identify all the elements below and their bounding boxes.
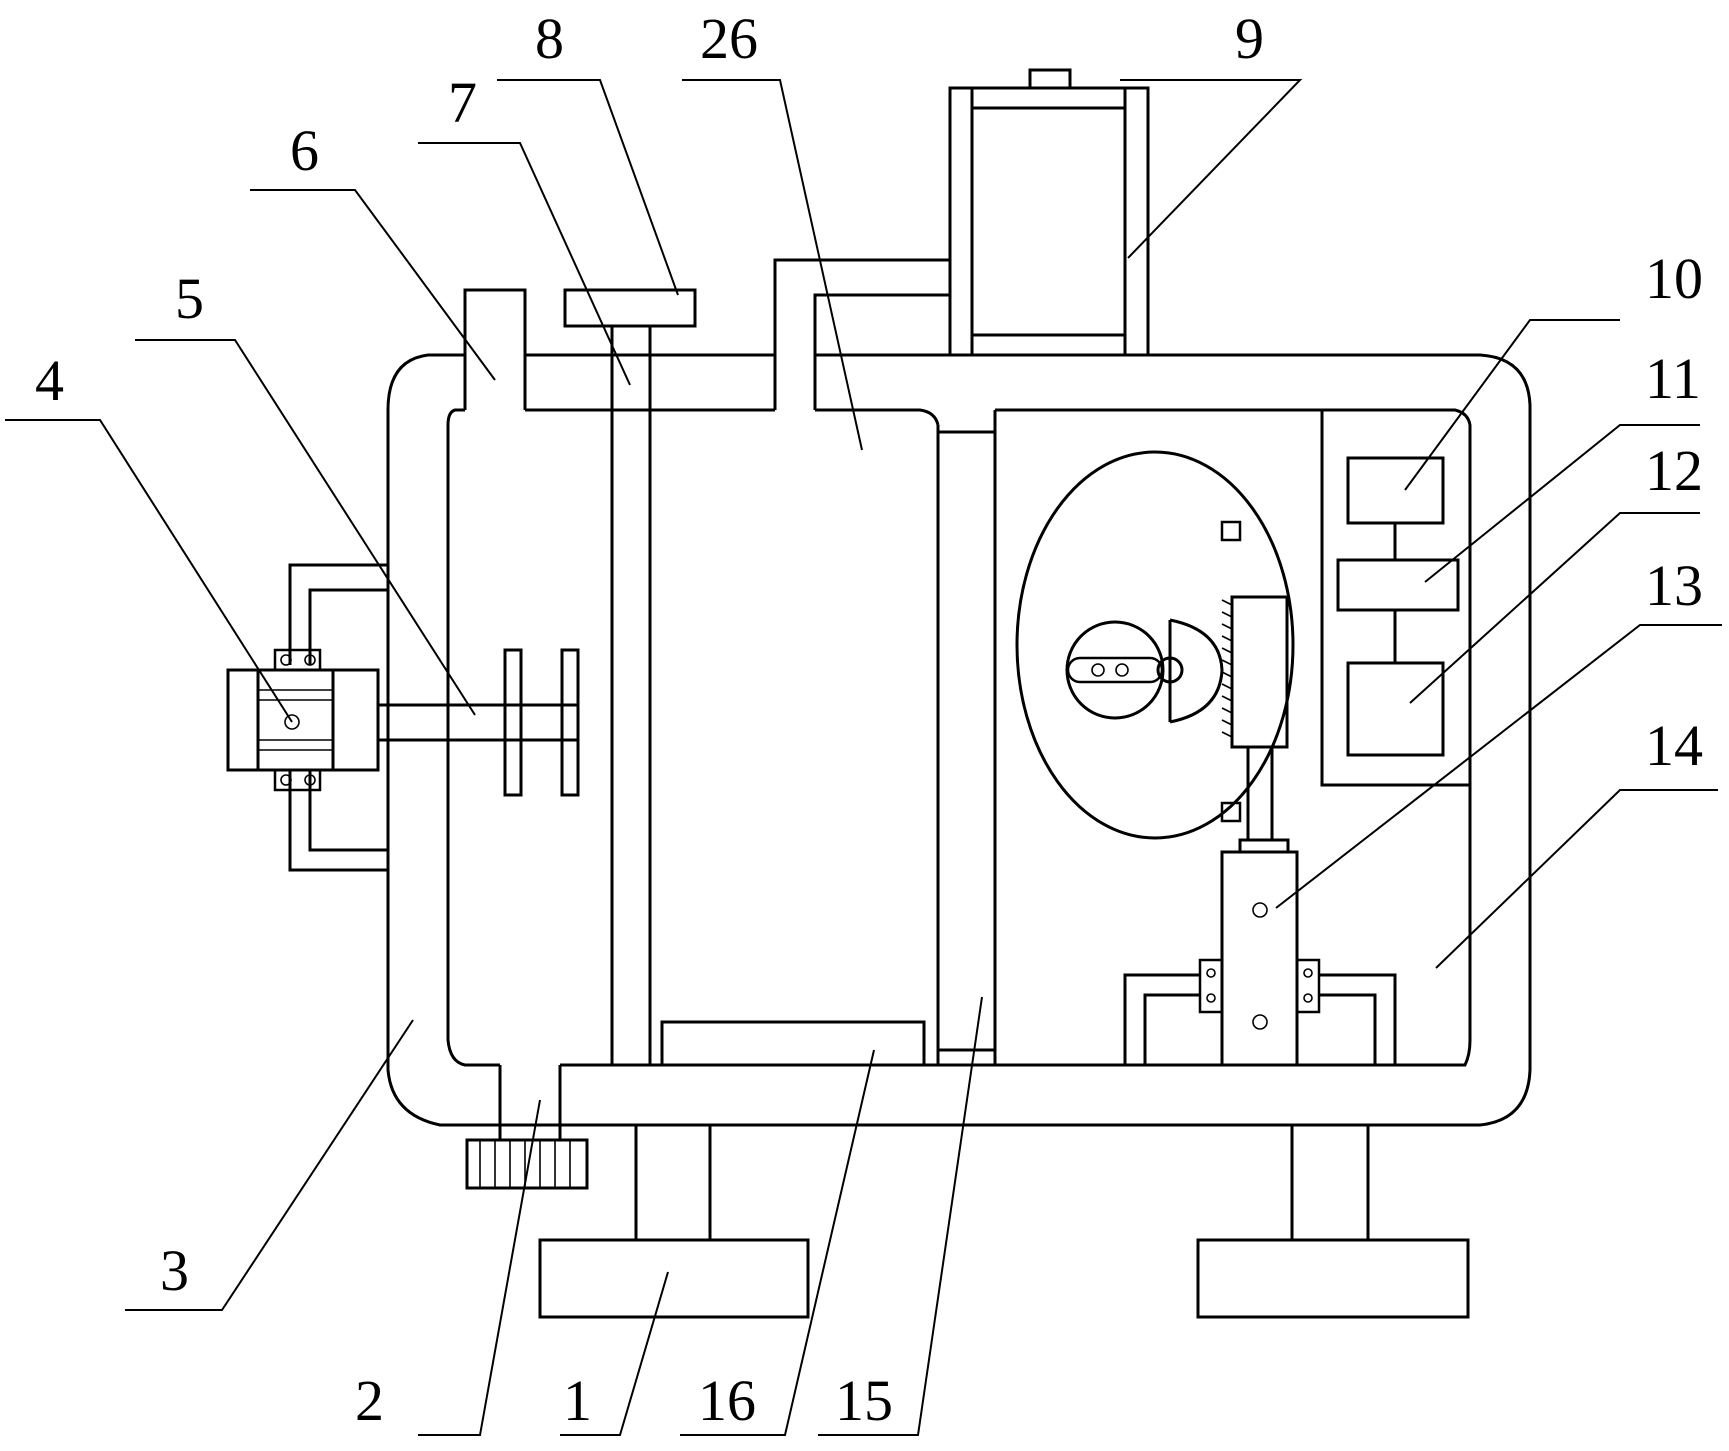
inlet-6 <box>463 288 527 410</box>
callout-3: 3 <box>160 1238 189 1303</box>
callout-5: 5 <box>175 266 204 331</box>
pump-9 <box>948 68 1150 355</box>
callout-6: 6 <box>290 118 319 183</box>
leader-8 <box>497 79 679 296</box>
leader-10 <box>1404 319 1620 491</box>
pipe-26 <box>773 258 950 410</box>
leader-5 <box>135 339 476 716</box>
rod-7-cap-8 <box>563 288 697 1065</box>
callout-8: 8 <box>535 6 564 71</box>
valve-2 <box>465 1065 589 1190</box>
callout-15: 15 <box>835 1368 893 1433</box>
callout-10: 10 <box>1645 246 1703 311</box>
cylinder-13 <box>1123 850 1397 1067</box>
callout-1: 1 <box>563 1368 592 1433</box>
callout-16: 16 <box>698 1368 756 1433</box>
callout-7: 7 <box>448 70 477 135</box>
housing <box>386 353 1532 1127</box>
separator-15 <box>936 410 997 1065</box>
leader-4 <box>5 419 293 723</box>
leader-15 <box>818 996 983 1436</box>
callout-11: 11 <box>1645 346 1701 411</box>
callout-4: 4 <box>35 348 64 413</box>
control-panel <box>1320 410 1470 787</box>
leader-12 <box>1409 512 1700 704</box>
leader-13 <box>1275 624 1722 909</box>
leader-1 <box>560 1271 669 1436</box>
leader-2 <box>418 1099 541 1436</box>
leader-lines <box>5 79 1722 1436</box>
callout-14: 14 <box>1645 713 1703 778</box>
leader-14 <box>1435 789 1718 969</box>
callout-2: 2 <box>355 1368 384 1433</box>
motor-4 <box>226 563 580 872</box>
leader-16 <box>680 1049 875 1436</box>
leader-7 <box>418 142 631 386</box>
callout-9: 9 <box>1235 6 1264 71</box>
callout-26: 26 <box>700 6 758 71</box>
leader-3 <box>125 1019 414 1311</box>
callout-13: 13 <box>1645 553 1703 618</box>
callout-12: 12 <box>1645 438 1703 503</box>
leader-9 <box>1120 79 1303 259</box>
legs-1 <box>538 1125 1470 1319</box>
box-16 <box>660 1020 926 1067</box>
leader-6 <box>250 189 496 381</box>
callout-labels: 1 2 3 4 5 6 7 8 26 9 10 11 12 13 14 15 1… <box>35 6 1703 1433</box>
cutter-assembly <box>1015 450 1295 854</box>
leader-26 <box>682 79 863 451</box>
leader-11 <box>1424 424 1700 583</box>
